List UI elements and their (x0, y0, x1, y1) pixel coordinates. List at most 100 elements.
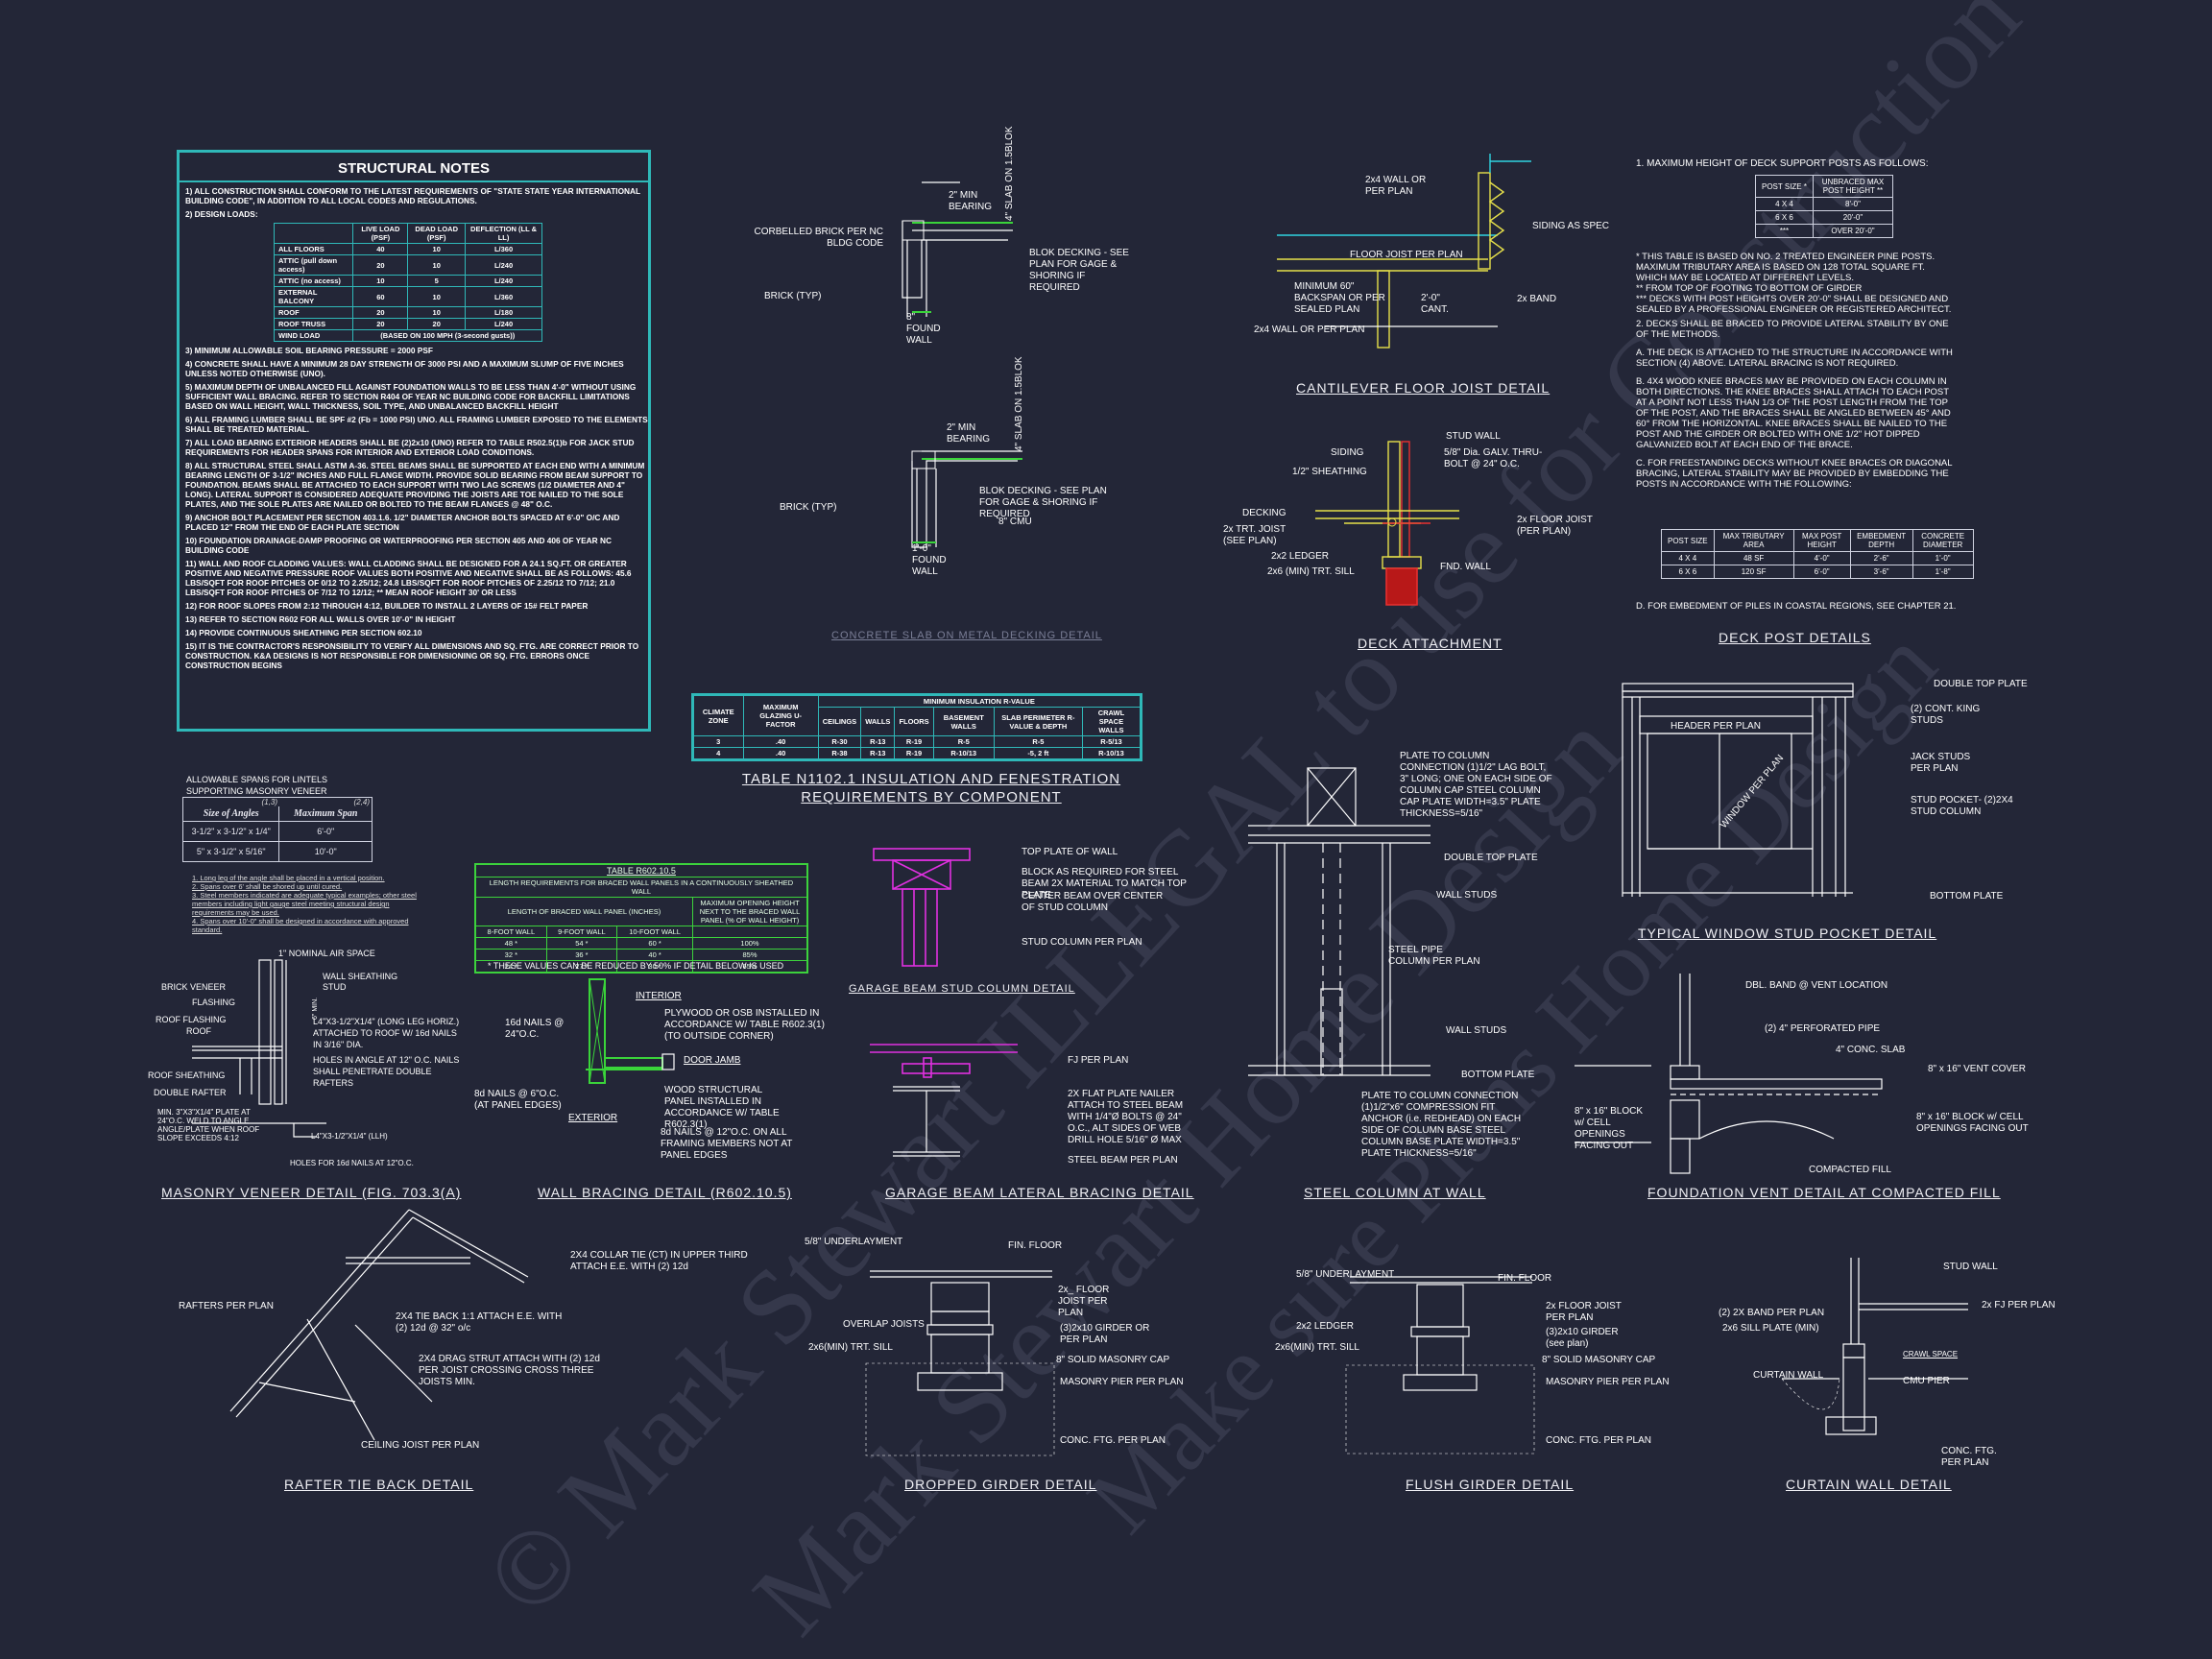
table-cell: 5 (407, 275, 467, 287)
note-7: 7) ALL LOAD BEARING EXTERIOR HEADERS SHA… (185, 438, 635, 457)
cantilever-drawing (1277, 154, 1531, 349)
ins-header-slab: SLAB PERIMETER R-VALUE & DEPTH (993, 707, 1083, 736)
deck-post-notes: * THIS TABLE IS BASED ON NO. 2 TREATED E… (1636, 252, 1953, 490)
note-15: 15) IT IS THE CONTRACTOR'S RESPONSIBILIT… (185, 641, 639, 670)
ins-header-zone: CLIMATE ZONE (692, 694, 744, 736)
flush-joist: 2x FLOOR JOIST PER PLAN (1546, 1301, 1622, 1323)
slab2-bearing: 2" MIN BEARING (947, 422, 991, 445)
table-cell: 20 (352, 254, 409, 276)
deck-siding: SIDING (1331, 447, 1364, 458)
embed-header-height: MAX POST HEIGHT (1792, 529, 1851, 552)
curtain-stud-wall: STUD WALL (1943, 1262, 1998, 1272)
dropped-joist: 2x_ FLOOR JOIST PER PLAN (1058, 1285, 1110, 1318)
table-cell: 40 * (616, 949, 693, 961)
slab1-wall: 8" FOUND WALL (906, 312, 941, 346)
table-cell: *** (1755, 224, 1814, 238)
table-row: 32 *36 *40 *85% (474, 949, 808, 961)
table-cell: 2'-6" (1849, 551, 1913, 565)
vent-slab: 4" CONC. SLAB (1836, 1045, 1906, 1055)
garage-lat-steel: STEEL BEAM PER PLAN (1068, 1155, 1178, 1166)
ins-header-crawl: CRAWL SPACE WALLS (1081, 707, 1142, 736)
vent-band: DBL. BAND @ VENT LOCATION (1745, 980, 1888, 991)
flush-footing: CONC. FTG. PER PLAN (1546, 1435, 1652, 1446)
table-cell: R-5/13 (1081, 735, 1142, 748)
table-cell: (BASED ON 100 MPH (3-second gusts)) (352, 329, 542, 342)
note-14: 14) PROVIDE CONTINUOUS SHEATHING PER SEC… (185, 628, 422, 637)
slab-detail-1 (902, 181, 1013, 317)
table-cell: ATTIC (pull down access) (273, 254, 354, 276)
table-cell: 48 SF (1713, 551, 1794, 565)
cant-wall-bottom: 2x4 WALL OR PER PLAN (1254, 325, 1365, 335)
table-cell: R-19 (894, 747, 934, 760)
bracing-16d: 16d NAILS @ 24"O.C. (505, 1018, 565, 1040)
rafter-collar: 2X4 COLLAR TIE (CT) IN UPPER THIRD ATTAC… (570, 1250, 748, 1272)
rafter-tie-drawing (229, 1209, 529, 1441)
garage-stud-caption: GARAGE BEAM STUD COLUMN DETAIL (849, 983, 1075, 995)
table-cell: 5" x 3-1/2" x 5/16" (183, 842, 280, 861)
note-6: 6) ALL FRAMING LUMBER SHALL BE SPF #2 (F… (185, 415, 648, 434)
deck-ledger: 2x2 LEDGER (1271, 551, 1330, 562)
bracing-sub-8ft: 8-FOOT WALL (474, 926, 547, 938)
slab1-brick: BRICK (TYP) (764, 291, 822, 301)
table-cell: ROOF (273, 306, 354, 319)
embed-header-size: POST SIZE (1661, 529, 1715, 552)
table-cell: 20 (407, 318, 467, 330)
deck-fnd-wall: FND. WALL (1440, 562, 1491, 572)
slab2-brick: BRICK (TYP) (780, 502, 837, 513)
bracing-door-jamb: DOOR JAMB (684, 1055, 741, 1066)
table-cell: R-10/13 (932, 747, 995, 760)
note-10: 10) FOUNDATION DRAINAGE-DAMP PROOFING OR… (185, 536, 612, 555)
table-cell: 3 (692, 735, 744, 748)
bracing-panel: WOOD STRUCTURAL PANEL INSTALLED IN ACCOR… (664, 1085, 780, 1130)
deck-post-caption: DECK POST DETAILS (1719, 630, 1871, 645)
deck-note-7: C. FOR FREESTANDING DECKS WITHOUT KNEE B… (1636, 458, 1953, 490)
lintel-header-span: Maximum Span (293, 808, 358, 819)
post-height-header-max: UNBRACED MAX POST HEIGHT ** (1812, 175, 1893, 198)
table-cell: 32 * (474, 949, 547, 961)
concrete-slab-drawing (902, 181, 1022, 548)
bracing-interior: INTERIOR (636, 991, 682, 1001)
table-row: WIND LOAD(BASED ON 100 MPH (3-second gus… (273, 329, 542, 342)
veneer-roof-flashing: ROOF FLASHING (156, 1015, 227, 1024)
deck-note-5: A. THE DECK IS ATTACHED TO THE STRUCTURE… (1636, 348, 1953, 369)
ins-header-walls: WALLS (860, 707, 896, 736)
dropped-cap: 8" SOLID MASONRY CAP (1056, 1355, 1170, 1365)
slab2-wall: 1'-0" FOUND WALL (912, 543, 947, 577)
bracing-table-subtitle: LENGTH REQUIREMENTS FOR BRACED WALL PANE… (474, 877, 808, 898)
table-cell: 4 (692, 747, 744, 760)
veneer-double-rafter: DOUBLE RAFTER (154, 1088, 227, 1097)
table-cell: R-30 (817, 735, 862, 748)
load-header-live: LIVE LOAD (PSF) (352, 223, 409, 244)
bracing-table-title: TABLE R602.10.5 (474, 863, 808, 878)
veneer-angle: L4"X3-1/2"X1/4" (LONG LEG HORIZ.) ATTACH… (313, 1017, 460, 1049)
masonry-veneer-caption: MASONRY VENEER DETAIL (FIG. 703.3(A) (161, 1185, 462, 1200)
dropped-overlap: OVERLAP JOISTS (843, 1319, 925, 1330)
table-cell: 85% (692, 949, 808, 961)
veneer-roof: ROOF (186, 1026, 211, 1036)
table-cell: ALL FLOORS (273, 243, 354, 255)
table-cell: 10 (352, 275, 409, 287)
table-cell: R-5 (993, 735, 1083, 748)
garage-stud-drawing (873, 848, 971, 967)
bracing-sub-10ft: 10-FOOT WALL (616, 926, 693, 938)
flush-underlayment: 5/8" UNDERLAYMENT (1296, 1269, 1395, 1280)
slab1-corbelled: CORBELLED BRICK PER NC BLDG CODE (754, 227, 883, 249)
table-cell: L/240 (465, 254, 542, 276)
rafter-drag-strut: 2X4 DRAG STRUT ATTACH WITH (2) 12d PER J… (419, 1354, 600, 1387)
foundation-vent-drawing (1575, 974, 1883, 1174)
concrete-slab-caption: CONCRETE SLAB ON METAL DECKING DETAIL (831, 630, 1102, 641)
steel-column-caption: STEEL COLUMN AT WALL (1304, 1185, 1486, 1200)
table-cell: 1'-8" (1911, 565, 1974, 579)
post-height-header-size: POST SIZE * (1755, 175, 1814, 198)
table-cell: OVER 20'-0" (1812, 224, 1893, 238)
note-8: 8) ALL STRUCTURAL STEEL SHALL ASTM A-36.… (185, 461, 645, 509)
veneer-holes: HOLES IN ANGLE AT 12" O.C. NAILS SHALL P… (313, 1055, 460, 1088)
table-cell: R-38 (817, 747, 862, 760)
note-13: 13) REFER TO SECTION R602 FOR ALL WALLS … (185, 614, 456, 624)
rafter-tie-back: 2X4 TIE BACK 1:1 ATTACH E.E. WITH (2) 12… (396, 1311, 563, 1334)
